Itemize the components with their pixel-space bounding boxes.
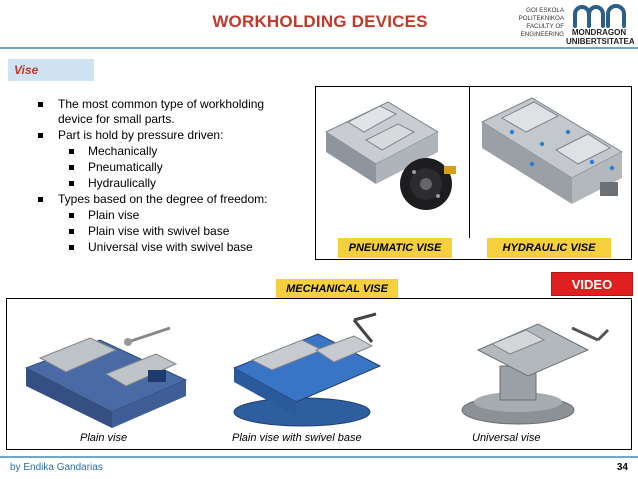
hydraulic-vise-image <box>480 97 624 204</box>
video-button[interactable]: VIDEO <box>551 272 633 296</box>
page-number: 34 <box>616 462 628 473</box>
caption-swivel-base-vise: Plain vise with swivel base <box>232 432 362 444</box>
bullet-list: The most common type of workholding devi… <box>36 97 286 256</box>
footer-author: by Endika Gandarias <box>10 462 103 473</box>
sub-bullet-item: Plain vise with swivel base <box>36 224 286 239</box>
logo-line: ENGINEERING <box>520 31 564 38</box>
bullet-item: Part is hold by pressure driven: <box>36 128 286 143</box>
plain-vise-image <box>24 326 188 428</box>
hydraulic-vise-tag: HYDRAULIC VISE <box>487 238 611 258</box>
bullet-item: The most common type of workholding devi… <box>36 97 286 127</box>
logo-line: UNIBERTSITATEA <box>566 36 635 46</box>
sub-bullet-item: Pneumatically <box>36 160 286 175</box>
image-divider <box>469 86 470 238</box>
sub-bullet-item: Plain vise <box>36 208 286 223</box>
sub-bullet-item: Universal vise with swivel base <box>36 240 286 255</box>
footer-divider <box>0 456 638 458</box>
mechanical-vise-tag: MECHANICAL VISE <box>276 279 398 299</box>
pneumatic-vise-tag: PNEUMATIC VISE <box>338 238 452 258</box>
swivel-base-vise-image <box>232 312 382 427</box>
logo-line: GOI ESKOLA <box>526 7 564 14</box>
mondragon-mark-icon <box>573 4 626 28</box>
logo-line: POLITEKNIKOA <box>518 15 564 22</box>
caption-universal-vise: Universal vise <box>472 432 541 444</box>
universal-vise-image <box>461 323 610 425</box>
sub-bullet-item: Mechanically <box>36 144 286 159</box>
bullet-item: Types based on the degree of freedom: <box>36 192 286 207</box>
logo-faculty-text: GOI ESKOLA POLITEKNIKOA FACULTY OF ENGIN… <box>494 7 564 39</box>
logo-university-name: MONDRAGON UNIBERTSITATEA <box>566 28 635 46</box>
pneumatic-vise-image <box>324 101 456 210</box>
logo-line: MONDRAGON <box>571 28 627 37</box>
sub-bullet-item: Hydraulically <box>36 176 286 191</box>
caption-plain-vise: Plain vise <box>80 432 128 444</box>
logo-line: FACULTY OF <box>526 23 564 30</box>
section-label: Vise <box>8 59 94 81</box>
university-logo: GOI ESKOLA POLITEKNIKOA FACULTY OF ENGIN… <box>494 4 635 46</box>
header-divider <box>0 47 638 49</box>
page-title: WORKHOLDING DEVICES <box>212 12 428 31</box>
